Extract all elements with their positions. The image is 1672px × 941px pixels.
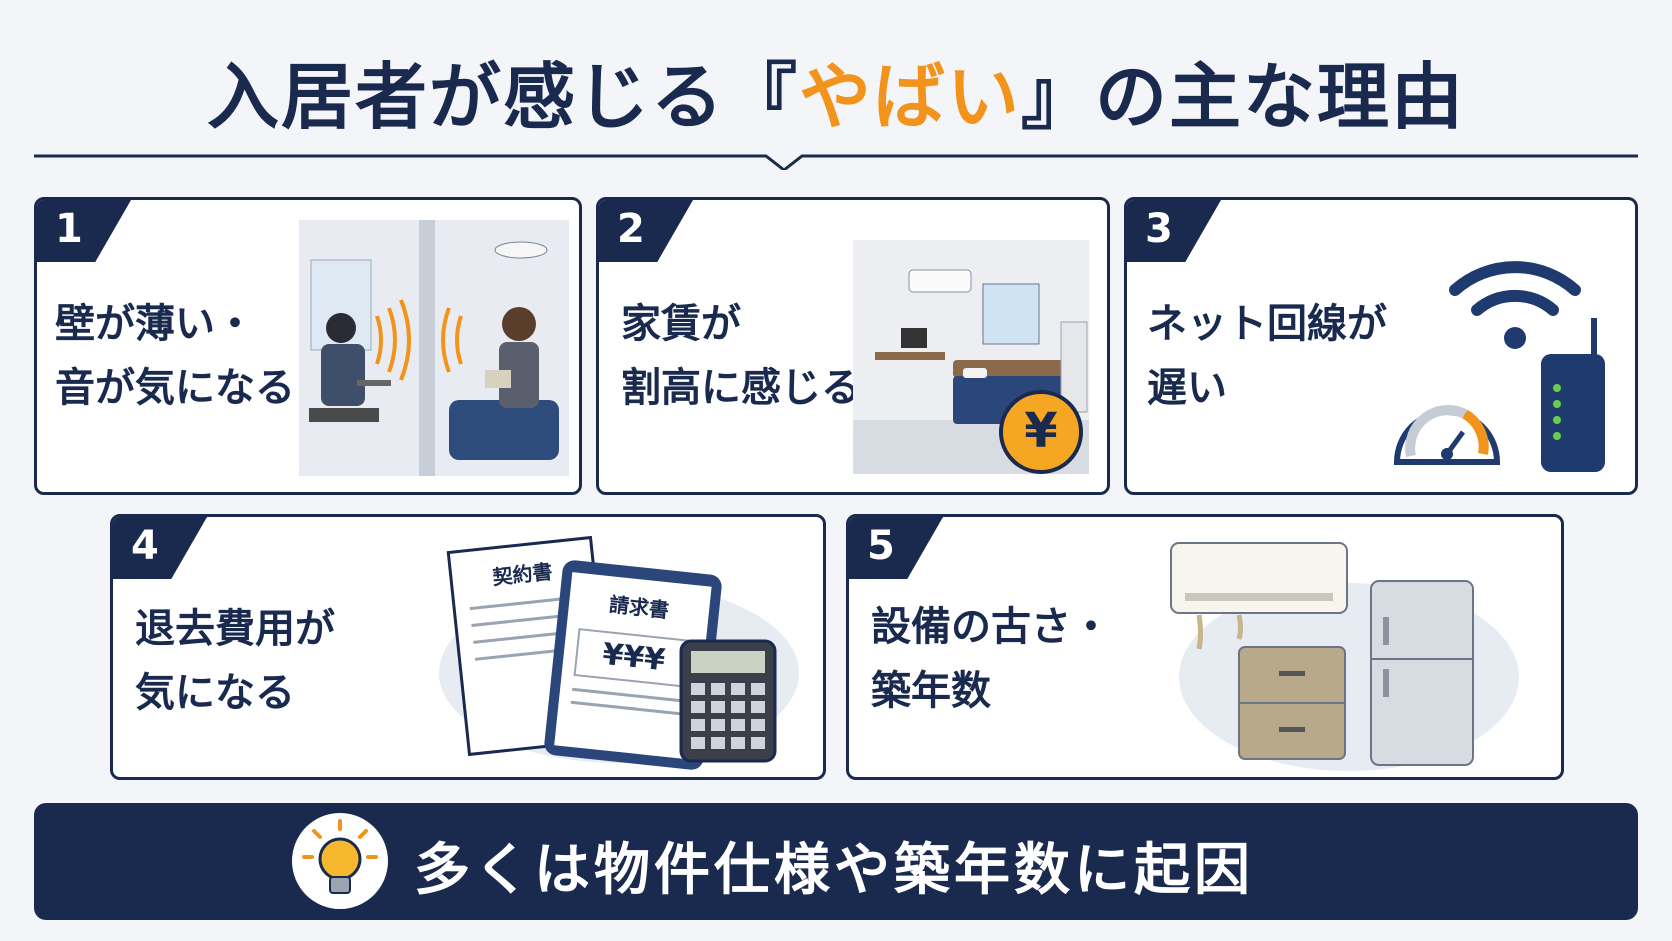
router-icon	[1541, 318, 1605, 472]
card-number-badge: 1	[37, 200, 131, 262]
old-appliances-illustration	[1170, 542, 1519, 771]
calculator-icon	[679, 639, 777, 763]
summary-banner: 多くは物件仕様や築年数に起因	[34, 803, 1638, 920]
card-label: 家賃が割高に感じる	[621, 301, 861, 411]
title-before: 入居者が感じる『	[206, 55, 799, 139]
title-divider	[34, 154, 1638, 170]
reason-card-5: 5 設備の古さ・築年数	[846, 514, 1564, 780]
card-number-badge: 3	[1127, 200, 1221, 262]
thin-wall-noise-illustration	[299, 220, 569, 476]
card-number-badge: 5	[849, 517, 943, 579]
card-label: 壁が薄い・音が気になる	[55, 301, 295, 411]
yen-coin-icon: ¥	[999, 390, 1083, 474]
card-number-badge: 4	[113, 517, 207, 579]
speed-gauge-icon	[1393, 405, 1501, 465]
title-highlight: やばい	[798, 55, 1021, 139]
card-label: 退去費用が気になる	[135, 606, 335, 716]
reason-card-4: 4 退去費用が気になる 契約書 請求書 ¥¥¥	[110, 514, 826, 780]
summary-text: 多くは物件仕様や築年数に起因	[414, 838, 1254, 903]
card-label: 設備の古さ・築年数	[871, 604, 1111, 714]
reason-card-3: 3 ネット回線が遅い	[1124, 197, 1638, 495]
lightbulb-icon	[292, 813, 388, 909]
page-title: 入居者が感じる『やばい』の主な理由	[0, 38, 1672, 143]
reason-card-2: 2 家賃が割高に感じる ¥	[596, 197, 1110, 495]
card-label: ネット回線が遅い	[1147, 301, 1387, 411]
title-after: 』の主な理由	[1021, 55, 1466, 139]
reason-card-1: 1 壁が薄い・音が気になる	[34, 197, 582, 495]
wifi-icon	[1449, 261, 1581, 349]
documents-calculator-illustration: 契約書 請求書 ¥¥¥	[429, 523, 809, 777]
card-number-badge: 2	[599, 200, 693, 262]
